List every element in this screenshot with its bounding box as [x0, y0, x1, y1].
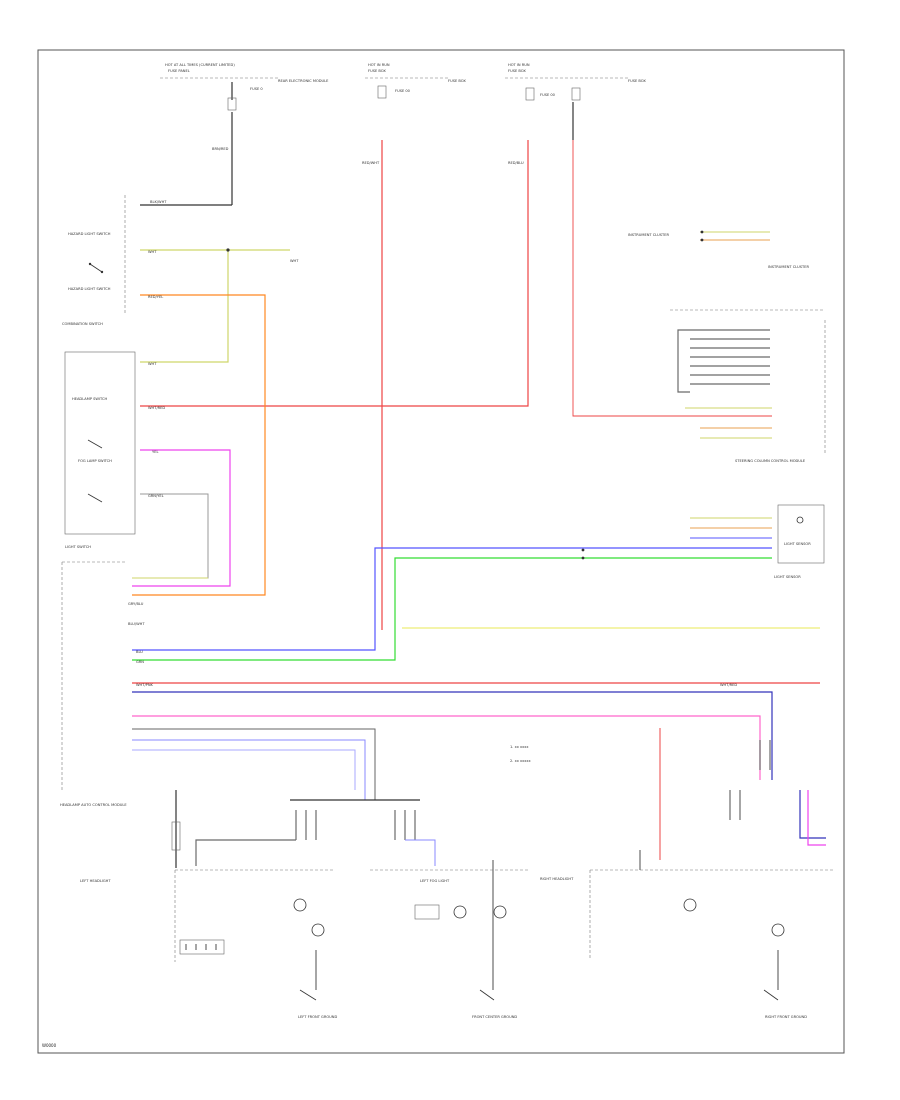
fog-light-label: LEFT FOG LIGHT [420, 879, 450, 883]
connector-bars [195, 740, 826, 866]
top-fuse-1: HOT AT ALL TIMES (CURRENT LIMITED) FUSE … [160, 63, 329, 205]
instrument-cluster-group: INSTRUMENT CLUSTER INSTRUMENT CLUSTER ST… [581, 230, 825, 579]
pink-bus [132, 715, 761, 780]
fog-switch-label: FOG LAMP SWITCH [78, 459, 112, 463]
fuse-2-header: HOT IN RUN [368, 63, 390, 67]
fuse-4-symbol [571, 87, 581, 101]
light-switch-label: LIGHT SWITCH [65, 545, 91, 549]
headlamp-switch-label: HEADLAMP SWITCH [72, 397, 108, 401]
fuse-3-header: HOT IN RUN [508, 63, 530, 67]
steering-pin-stack [670, 309, 826, 455]
left-headlight-label: LEFT HEADLIGHT [80, 879, 111, 883]
fuse-3-box: FUSE BOX [628, 79, 646, 83]
navy-bus [132, 691, 773, 780]
yel-label: YEL [152, 450, 158, 454]
light-blue-bus [132, 739, 366, 800]
fuse-2-sub: FUSE BOX [368, 69, 386, 73]
inst-connector-label: INSTRUMENT CLUSTER [628, 233, 669, 237]
hazard-top-label: HAZARD LIGHT SWITCH [68, 232, 111, 236]
red-yel-label: RED/YEL [148, 295, 163, 299]
fuse-3-sub: FUSE BOX [508, 69, 526, 73]
fuse-2-wire: RED/WHT [362, 161, 380, 165]
fuse-2-symbol [377, 85, 387, 99]
top-fuse-2: HOT IN RUN FUSE BOX FUSE 00 FUSE BOX RED… [362, 63, 466, 165]
combination-switch-label: COMBINATION SWITCH [62, 322, 103, 326]
right-headlight-bulb [683, 898, 697, 912]
grn-label: GRN [136, 660, 144, 664]
left-ground-label: LEFT FRONT GROUND [298, 1015, 337, 1019]
fuse-3-symbol [525, 87, 535, 101]
blu-label: BLU [136, 650, 143, 654]
headlamp-switch-box [64, 351, 136, 535]
control-module-label: HEADLAMP AUTO CONTROL MODULE [60, 803, 127, 807]
fuse-1-label: FUSE 0 [250, 87, 263, 91]
red-wire-steering [572, 140, 772, 417]
fuse-1-sub: FUSE PANEL [168, 69, 190, 73]
page-code: W0000 [42, 1043, 57, 1048]
fuse-1-box: REAR ELECTRONIC MODULE [278, 79, 329, 83]
blue-wire [132, 547, 772, 651]
hazard-switch-contact [89, 263, 103, 273]
wht-label-2: WHT [148, 362, 157, 366]
light-sensor-label: LIGHT SENSOR [774, 575, 801, 579]
orange-wire [132, 294, 266, 596]
fog-ground-label: FRONT CENTER GROUND [472, 1015, 517, 1019]
wht-label-1: WHT [148, 250, 157, 254]
left-headlight-bulb [293, 898, 307, 912]
fuse-3-wire: RED/BLU [508, 161, 524, 165]
right-headlight-module: RIGHT HEADLIGHT RIGHT FRONT GROUND [540, 850, 835, 1019]
legend-item-1: 1. xx xxxx [510, 745, 529, 749]
steering-module-label: STEERING COLUMN CONTROL MODULE [735, 459, 806, 463]
red-wire-headlamp [140, 140, 529, 407]
fog-bulb [453, 905, 467, 919]
control-module-group: GRY/BLU BLU/WHT GRN BLU WHT/PNK WHT/RED … [60, 561, 737, 868]
legend: 1. xx xxxx 2. xx xxxxx [510, 745, 531, 763]
legend-item-2: 2. xx xxxxx [510, 759, 531, 763]
fuse-2-label: FUSE 00 [395, 89, 411, 93]
right-headlight-label: RIGHT HEADLIGHT [540, 877, 574, 881]
right-ground-label: RIGHT FRONT GROUND [765, 1015, 807, 1019]
magenta-wire [132, 449, 231, 587]
gry-blu-label: GRY/BLU [128, 602, 144, 606]
light-sensor-box [777, 504, 825, 564]
blu-wht-label: BLU/WHT [128, 622, 145, 626]
hazard-switch-group: BLK/WHT HAZARD LIGHT SWITCH HAZARD LIGHT… [62, 195, 299, 326]
fuse-1-header: HOT AT ALL TIMES (CURRENT LIMITED) [165, 63, 235, 67]
hazard-bottom-label: HAZARD LIGHT SWITCH [68, 287, 111, 291]
wht-red-right: WHT/RED [720, 683, 737, 687]
light-sensor-inner: LIGHT SENSOR [784, 542, 811, 546]
lilac-bus [132, 749, 356, 790]
fuse-3-label: FUSE 00 [540, 93, 556, 97]
wht-pnk-label: WHT/PNK [136, 683, 154, 687]
top-fuse-3: HOT IN RUN FUSE BOX FUSE 00 FUSE BOX RED… [505, 63, 646, 165]
left-fog-module: LEFT FOG LIGHT FRONT CENTER GROUND [370, 860, 530, 1019]
left-headlight-module: LEFT HEADLIGHT LEFT FRONT GROUND [80, 869, 337, 1019]
fuse-1-wire: BRN/RED [212, 147, 229, 151]
blk-wht-label: BLK/WHT [150, 200, 167, 204]
diagram-frame [37, 49, 845, 1054]
gray-wire-fog [132, 493, 209, 579]
headlamp-switch-group: HEADLAMP SWITCH FOG LAMP SWITCH WHT WHT/… [64, 351, 165, 549]
gray-bus [132, 728, 376, 800]
splice-label: WHT [290, 259, 299, 263]
fuse-1-symbol [227, 97, 237, 111]
yellow-green-wire-switch [140, 250, 229, 363]
grn-yel-label: GRN/YEL [148, 494, 164, 498]
fuse-2-box: FUSE BOX [448, 79, 466, 83]
instrument-cluster-label: INSTRUMENT CLUSTER [768, 265, 809, 269]
wht-red-label: WHT/RED [148, 406, 165, 410]
green-wire [132, 557, 772, 661]
